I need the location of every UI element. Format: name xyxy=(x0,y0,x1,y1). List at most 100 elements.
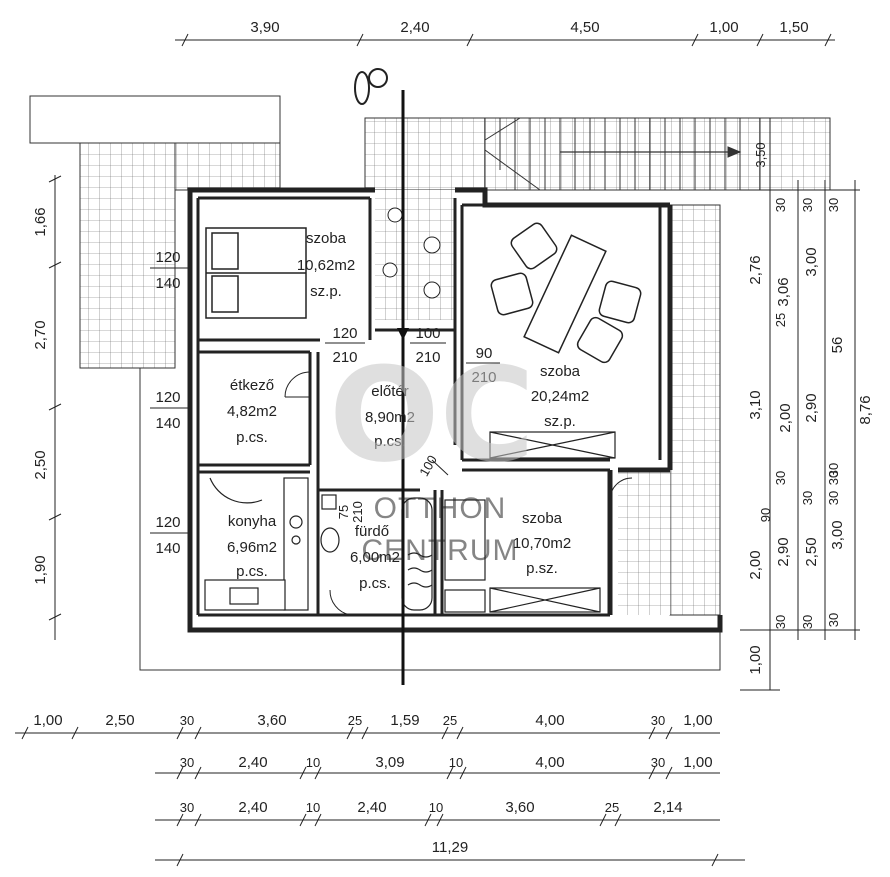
door-label-4: 140 xyxy=(155,415,180,432)
dim-right-a6: 30 xyxy=(773,471,788,485)
dim-right-d1: 30 xyxy=(826,613,841,627)
dim-right-a3: 2,76 xyxy=(747,255,764,284)
dim-right-a4: 25 xyxy=(773,313,788,327)
room-area: 20,24m2 xyxy=(531,388,589,405)
watermark-logo: OC xyxy=(329,339,535,491)
dim-right-c2: 3,00 xyxy=(803,247,820,276)
dim-b1-6: 1,59 xyxy=(390,712,419,729)
dim-top-1: 3,90 xyxy=(250,19,279,36)
room-name: fürdő xyxy=(355,523,389,540)
dim-b1-9: 30 xyxy=(651,713,665,728)
dim-b1-5: 25 xyxy=(348,713,362,728)
room-label-hall: előtér 8,90m2 p.cs. xyxy=(365,383,415,450)
tiled-terrace-left xyxy=(79,142,176,369)
door-label-3: 120 xyxy=(155,389,180,406)
dim-b2-5: 10 xyxy=(449,755,463,770)
dim-left-1: 1,66 xyxy=(32,207,49,236)
door-label-5: 120 xyxy=(155,514,180,531)
room-name: szoba xyxy=(306,230,347,247)
dim-b1-7: 25 xyxy=(443,713,457,728)
dim-right-a2: 30 xyxy=(773,198,788,212)
dim-left xyxy=(48,175,62,640)
dim-b3-4: 2,40 xyxy=(357,799,386,816)
tiled-terrace-right xyxy=(669,204,721,616)
dim-b2-4: 3,09 xyxy=(375,754,404,771)
tiled-terrace-top-left xyxy=(174,142,281,191)
watermark-line2: CENTRUM xyxy=(362,534,519,567)
dim-left-4: 1,90 xyxy=(32,555,49,584)
dim-right-d4: 30 xyxy=(826,471,841,485)
room-area: 6,00m2 xyxy=(350,549,400,566)
door-label-10: 210 xyxy=(415,349,440,366)
section-mark xyxy=(354,68,388,105)
dim-right-a10: 1,00 xyxy=(747,645,764,674)
dim-right-c6: 2,50 xyxy=(803,537,820,566)
dim-right-a7: 90 xyxy=(758,508,773,522)
room-label-bedroom-2: szoba 10,70m2 p.sz. xyxy=(513,510,571,577)
dim-right-c1: 30 xyxy=(826,198,841,212)
room-floor: p.cs. xyxy=(236,429,268,446)
room-floor: p.cs. xyxy=(236,563,268,580)
dim-top-2: 2,40 xyxy=(400,19,429,36)
door-label-8: 210 xyxy=(332,349,357,366)
room-floor: sz.p. xyxy=(544,413,576,430)
room-floor: p.cs. xyxy=(374,433,406,450)
dim-right-c3: 56 xyxy=(829,337,846,354)
dim-b2-1: 30 xyxy=(180,755,194,770)
room-name: szoba xyxy=(522,510,563,527)
room-name: szoba xyxy=(540,363,581,380)
room-label-kitchen: konyha 6,96m2 p.cs. xyxy=(227,513,277,580)
dim-left-3: 2,50 xyxy=(32,450,49,479)
room-name: konyha xyxy=(228,513,277,530)
room-name: étkező xyxy=(230,377,274,394)
watermark: OC OTTHON CENTRUM xyxy=(329,339,535,567)
dim-b3-5: 10 xyxy=(429,800,443,815)
dim-b1-3: 30 xyxy=(180,713,194,728)
dim-right-c4: 2,90 xyxy=(803,393,820,422)
dim-b1-10: 1,00 xyxy=(683,712,712,729)
room-label-bathroom: fürdő 6,00m2 p.cs. xyxy=(350,523,400,592)
dim-b3-2: 2,40 xyxy=(238,799,267,816)
dim-right-a1: 3,50 xyxy=(753,142,768,167)
room-floor: p.sz. xyxy=(526,560,558,577)
dim-b1-8: 4,00 xyxy=(535,712,564,729)
dim-right-b1: 30 xyxy=(800,198,815,212)
dim-right-b3: 2,00 xyxy=(777,403,794,432)
room-floor: sz.p. xyxy=(310,283,342,300)
stair-steps xyxy=(484,117,760,191)
dim-bottom-lines xyxy=(15,726,745,867)
door-label-9: 100 xyxy=(415,325,440,342)
door-label-12: 210 xyxy=(471,369,496,386)
dim-right-a5: 3,10 xyxy=(747,390,764,419)
dim-b3-3: 10 xyxy=(306,800,320,815)
dim-b2-8: 1,00 xyxy=(683,754,712,771)
dim-b2-2: 2,40 xyxy=(238,754,267,771)
dim-top-5: 1,50 xyxy=(779,19,808,36)
dim-right-a9: 30 xyxy=(773,615,788,629)
door-label-11: 90 xyxy=(476,345,493,362)
door-labels xyxy=(150,267,500,534)
watermark-line1: OTTHON xyxy=(374,492,507,525)
room-area: 4,82m2 xyxy=(227,403,277,420)
dim-b2-7: 30 xyxy=(651,755,665,770)
tiled-entrance xyxy=(364,117,486,191)
room-label-living: szoba 20,24m2 sz.p. xyxy=(531,363,589,430)
dim-b3-7: 25 xyxy=(605,800,619,815)
dim-total: 11,29 xyxy=(432,839,468,856)
dim-b3-1: 30 xyxy=(180,800,194,815)
dim-b2-6: 4,00 xyxy=(535,754,564,771)
door-label-6: 140 xyxy=(155,540,180,557)
room-area: 8,90m2 xyxy=(365,409,415,426)
dining-set xyxy=(490,222,642,364)
dim-right-c5: 30 xyxy=(826,463,841,477)
dim-left-2: 2,70 xyxy=(32,320,49,349)
door-label-2: 140 xyxy=(155,275,180,292)
entrance-plants xyxy=(382,207,441,299)
room-area: 10,62m2 xyxy=(297,257,355,274)
wardrobes xyxy=(444,431,616,613)
dim-b1-2: 2,50 xyxy=(105,712,134,729)
room-floor: p.cs. xyxy=(359,575,391,592)
double-bed xyxy=(205,227,307,319)
dim-right-a8: 2,00 xyxy=(747,550,764,579)
dim-right-b2: 3,06 xyxy=(775,277,792,306)
